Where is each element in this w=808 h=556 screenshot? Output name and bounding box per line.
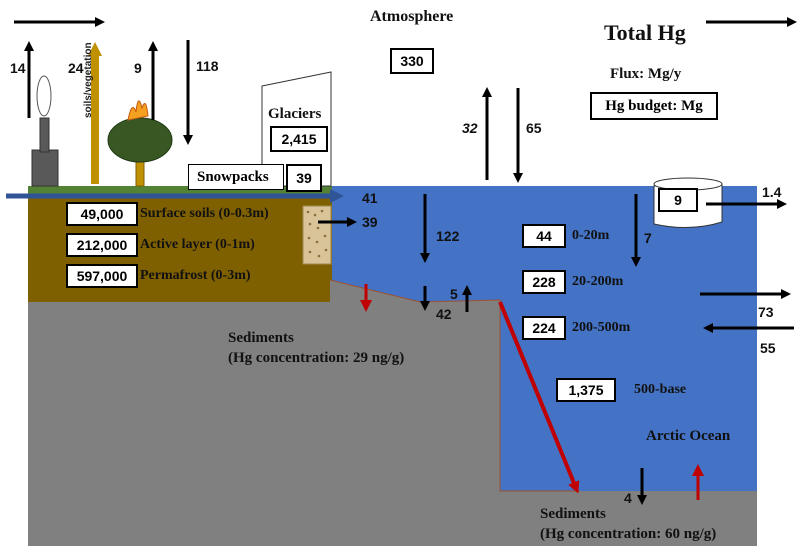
surface-soils-budget-value: 49,000: [80, 206, 124, 222]
flux-ocean-deposition: 65: [526, 120, 542, 136]
flux-rivers: 41: [362, 190, 378, 206]
ocean-200-500-budget-box: 224: [522, 316, 566, 340]
ocean-500-base-budget-value: 1,375: [568, 382, 604, 398]
active-layer-budget-box: 212,000: [66, 233, 138, 257]
flux-deep-burial: 4: [624, 490, 632, 506]
total-hg-title: Total Hg: [604, 20, 686, 45]
permafrost-budget-box: 597,000: [66, 264, 138, 288]
flux-anthropogenic: 14: [10, 60, 26, 76]
ocean-0-20-budget-value: 44: [536, 228, 552, 244]
flux-shelf-burial: 42: [436, 306, 452, 322]
ocean-0-20-budget-box: 44: [522, 224, 566, 248]
snowpacks-box: Snowpacks: [188, 164, 284, 190]
surface-soils-label: Surface soils (0-0.3m): [140, 206, 269, 221]
ocean-20-200-label: 20-200m: [572, 274, 624, 289]
ocean-0-20-label: 0-20m: [572, 228, 610, 243]
snowpacks-budget-value: 39: [296, 170, 312, 186]
sea-ice-budget-box: 9: [658, 188, 698, 212]
permafrost-label: Permafrost (0-3m): [140, 268, 251, 283]
land-sediments-label: Sediments: [228, 330, 294, 346]
land-sediments-concentration: (Hg concentration: 29 ng/g): [228, 350, 405, 366]
ocean-sediments-label: Sediments: [540, 506, 606, 522]
ocean-20-200-budget-box: 228: [522, 270, 566, 294]
ocean-200-500-budget-value: 224: [532, 320, 556, 336]
flux-land-deposition: 118: [196, 58, 219, 74]
flux-soils-vegetation: 24: [68, 60, 84, 76]
active-layer-label: Active layer (0-1m): [140, 237, 255, 252]
glaciers-label: Glaciers: [268, 106, 322, 122]
ocean-200-500-label: 200-500m: [572, 320, 631, 335]
slope-transport-red-arrow: [498, 301, 580, 494]
snowpacks-budget-box: 39: [286, 164, 322, 192]
budget-unit-box: Hg budget: Mg: [590, 92, 718, 120]
tree-fire-icon: [107, 100, 173, 187]
budget-unit-label: Hg budget: Mg: [605, 97, 703, 114]
flux-coastal-erosion: 39: [362, 214, 378, 230]
flux-ocean-evasion: 32: [462, 120, 478, 136]
glaciers-budget-value: 2,415: [281, 131, 317, 147]
flux-sea-ice-export: 1.4: [762, 184, 782, 200]
glaciers-budget-box: 2,415: [270, 126, 328, 152]
ocean-sediments-concentration: (Hg concentration: 60 ng/g): [540, 526, 717, 542]
arctic-ocean-label: Arctic Ocean: [646, 428, 731, 444]
flux-resuspension: 5: [450, 286, 458, 302]
flux-unit-label: Flux: Mg/y: [610, 66, 682, 82]
flux-inflow: 55: [760, 340, 776, 356]
surface-soils-budget-box: 49,000: [66, 202, 138, 226]
ocean-500-base-budget-box: 1,375: [556, 378, 616, 402]
ocean-20-200-budget-value: 228: [532, 274, 556, 290]
flux-outflow: 73: [758, 304, 774, 320]
atmosphere-budget-box: 330: [390, 48, 434, 74]
flux-settling: 122: [436, 228, 460, 244]
grass-strip: [28, 186, 332, 195]
atmosphere-label: Atmosphere: [370, 8, 454, 25]
active-layer-budget-value: 212,000: [76, 237, 128, 253]
flux-fire: 9: [134, 60, 142, 76]
atmosphere-budget-value: 330: [400, 53, 424, 69]
sea-ice-budget-value: 9: [674, 192, 682, 208]
factory-icon: [31, 75, 59, 187]
flux-ocean-mixing: 7: [644, 230, 652, 246]
permafrost-budget-value: 597,000: [76, 268, 128, 284]
shelf-outline: [329, 279, 580, 492]
ocean-500-base-label: 500-base: [634, 382, 687, 397]
soils-vegetation-label: soils/vegetation: [83, 42, 94, 118]
snowpacks-label: Snowpacks: [197, 168, 269, 185]
sediment-body: [28, 280, 757, 546]
coastal-erosion-patch: [302, 205, 332, 265]
